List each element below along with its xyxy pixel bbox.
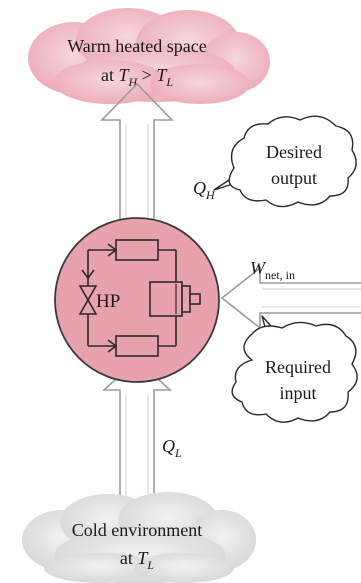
cold-environment-cloud: Cold environment at TL (22, 492, 256, 583)
flow-arrow-icon (81, 269, 95, 280)
refrigerant-loop (87, 249, 177, 347)
flow-arrow-icon (107, 243, 118, 257)
expansion-valve-icon (78, 285, 98, 315)
evaporator-icon (115, 335, 159, 357)
work-in-arrow (220, 266, 361, 330)
cold-environment-temperature: at TL (120, 548, 155, 572)
desired-output-line2: output (271, 168, 317, 188)
required-input-line2: input (279, 383, 316, 403)
required-input-callout: Required input (231, 315, 358, 423)
desired-output-line1: Desired (266, 142, 322, 162)
q-l-label: QL (162, 436, 182, 460)
required-input-line1: Required (265, 357, 331, 377)
warm-space-cloud: Warm heated space at TH > TL (28, 8, 270, 104)
q-h-label: QH (193, 178, 216, 202)
w-net-in-label: Wnet, in (250, 258, 295, 282)
desired-output-callout: Desired output (213, 115, 357, 208)
heat-pump-label: HP (96, 291, 120, 312)
warm-space-temperature: at TH > TL (101, 65, 173, 89)
cold-environment-label: Cold environment (72, 520, 202, 540)
compressor-icon (149, 281, 201, 317)
warm-space-label: Warm heated space (67, 36, 206, 56)
flow-arrow-icon (107, 339, 118, 353)
heat-pump-unit: HP (54, 217, 220, 383)
condenser-icon (115, 239, 159, 261)
